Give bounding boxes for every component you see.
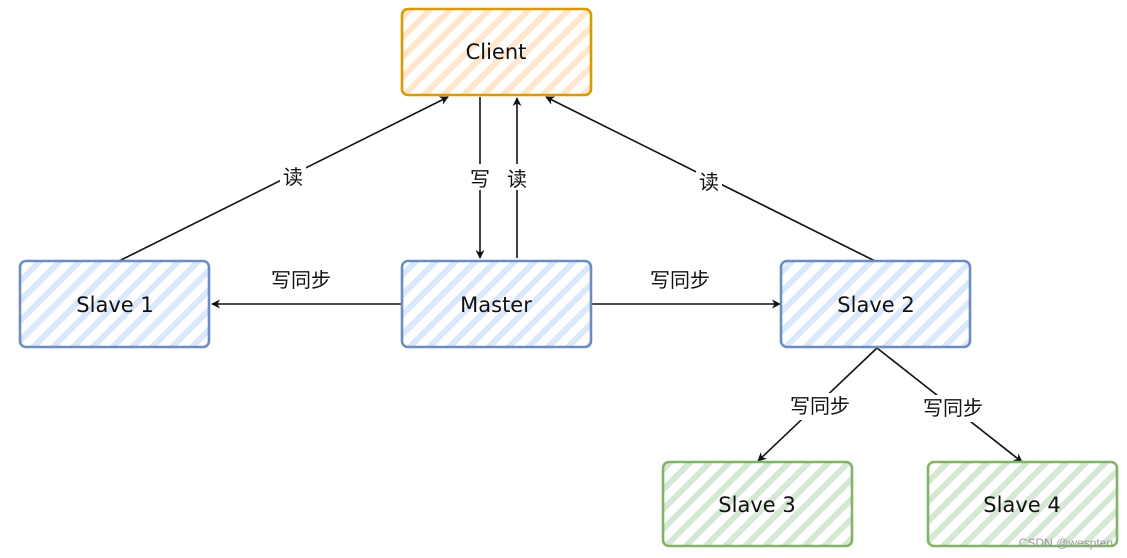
- node-master: Master: [400, 259, 593, 349]
- node-slave1: Slave 1: [18, 259, 211, 349]
- node-slave4: Slave 4: [926, 460, 1119, 548]
- edge-label-master-slave2: 写同步: [650, 268, 710, 292]
- node-slave3-label: Slave 3: [718, 493, 795, 517]
- edge-label-slave2-slave4: 写同步: [923, 396, 983, 420]
- edge-label-master-slave1: 写同步: [271, 268, 331, 292]
- edge-label-slave1-client: 读: [283, 165, 303, 189]
- node-slave2-label: Slave 2: [837, 293, 914, 317]
- edge-label-master-client: 读: [507, 167, 527, 191]
- node-slave1-label: Slave 1: [76, 293, 153, 317]
- watermark-text: CSDN @wespten: [1018, 536, 1113, 550]
- node-slave4-label: Slave 4: [983, 493, 1060, 517]
- edge-label-slave2-client: 读: [699, 170, 719, 194]
- node-master-label: Master: [460, 293, 532, 317]
- node-client-label: Client: [466, 40, 527, 64]
- node-slave2: Slave 2: [779, 259, 972, 349]
- node-slave3: Slave 3: [661, 460, 854, 548]
- edge-label-slave2-slave3: 写同步: [790, 394, 850, 418]
- node-client: Client: [400, 7, 593, 97]
- edge-label-client-master: 写: [470, 167, 490, 191]
